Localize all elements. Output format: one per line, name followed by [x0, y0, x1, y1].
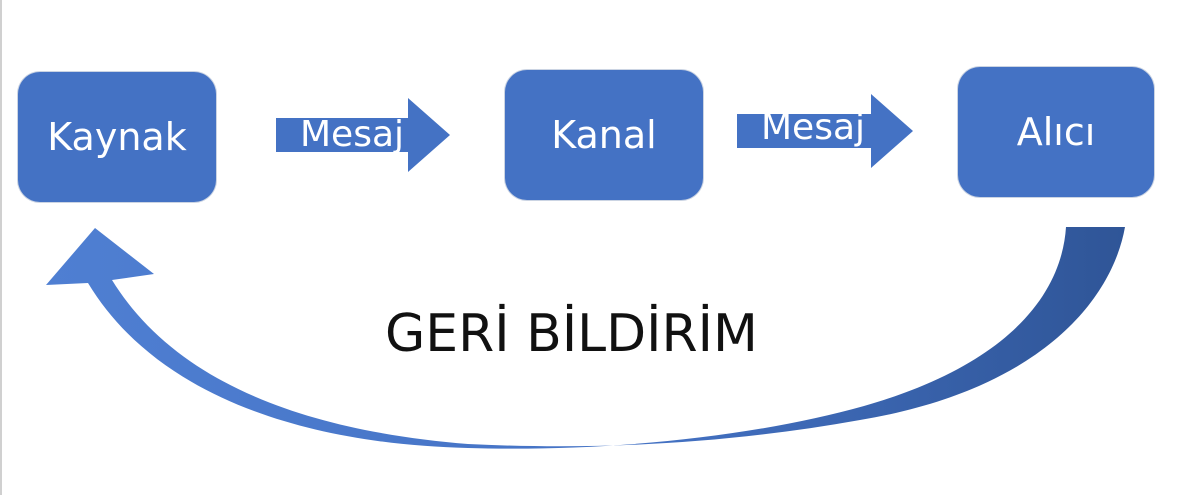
receiver-node: Alıcı [958, 67, 1154, 197]
channel-node-label: Kanal [551, 113, 657, 157]
receiver-node-label: Alıcı [1016, 110, 1096, 154]
channel-node: Kanal [505, 70, 703, 200]
source-node-label: Kaynak [47, 115, 187, 159]
message-arrow-2-label: Mesaj [761, 107, 866, 148]
message-arrow-1: Mesaj [276, 98, 450, 172]
source-node: Kaynak [18, 72, 216, 202]
message-arrow-2-shape [737, 94, 913, 168]
message-arrow-1-shape [276, 98, 450, 172]
message-arrow-2: Mesaj [737, 94, 913, 168]
feedback-label: GERİ BİLDİRİM [385, 304, 758, 364]
left-border [0, 0, 2, 495]
message-arrow-1-label: Mesaj [300, 114, 405, 155]
